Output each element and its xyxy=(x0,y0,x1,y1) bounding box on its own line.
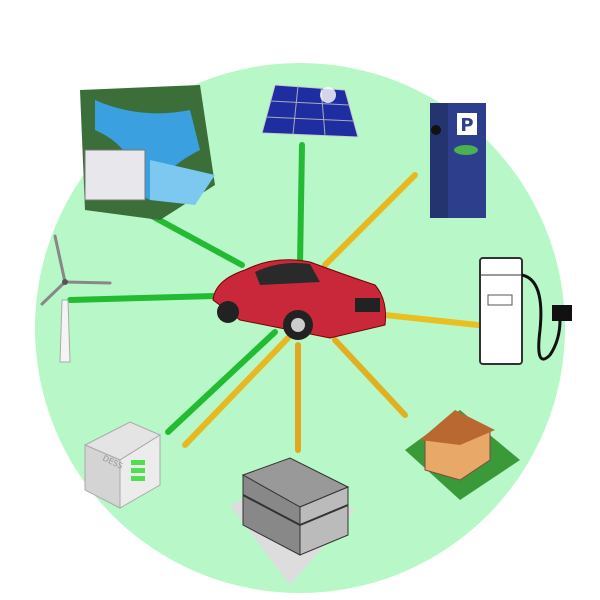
link-house xyxy=(332,337,408,418)
wind-turbine-icon xyxy=(40,234,112,363)
hydro-dam-icon xyxy=(80,85,215,220)
battery-storage-icon: DESS xyxy=(83,421,162,509)
house-icon xyxy=(405,410,520,500)
link-parking-charger xyxy=(322,172,418,268)
link-ev-charger xyxy=(382,312,481,328)
car-icon xyxy=(212,259,386,340)
link-storage-green xyxy=(165,329,278,435)
ev-charger-icon xyxy=(479,257,572,365)
link-storage-yellow xyxy=(182,335,291,448)
office-building-icon xyxy=(230,457,355,585)
link-wind xyxy=(67,293,218,303)
solar-panel-icon xyxy=(261,84,359,138)
link-hydro xyxy=(147,212,245,268)
link-solar xyxy=(297,142,305,268)
svg-text:P: P xyxy=(460,115,473,136)
parking-charger-icon: P xyxy=(430,103,486,218)
